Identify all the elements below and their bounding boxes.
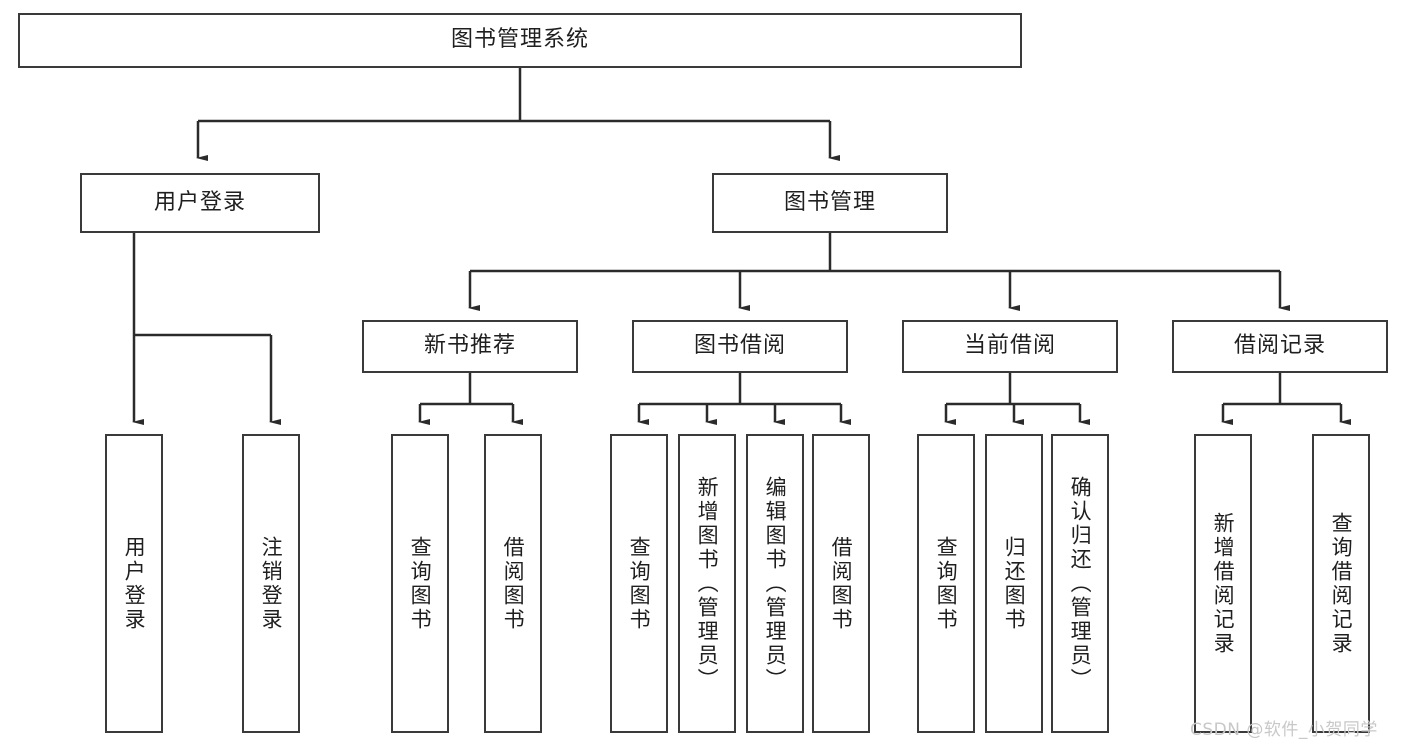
node-leaf-confirm-return-label: 确认归还（管理员）	[1068, 475, 1093, 692]
node-leaf-user-logout-label: 注销登录	[259, 535, 284, 632]
node-leaf-add-record[interactable]: 新增借阅记录	[1194, 434, 1252, 733]
node-leaf-edit-book-label: 编辑图书（管理员）	[763, 475, 788, 692]
node-user-login-label: 用户登录	[153, 189, 246, 215]
node-new-book-recommend-label: 新书推荐	[423, 333, 516, 359]
node-leaf-add-record-label: 新增借阅记录	[1211, 511, 1236, 656]
node-user-login[interactable]: 用户登录	[80, 173, 320, 233]
node-new-book-recommend[interactable]: 新书推荐	[362, 320, 578, 373]
node-leaf-edit-book[interactable]: 编辑图书（管理员）	[746, 434, 804, 733]
node-leaf-borrow-book-2-label: 借阅图书	[829, 535, 854, 632]
node-leaf-borrow-book-1-label: 借阅图书	[501, 535, 526, 632]
node-leaf-query-record-label: 查询借阅记录	[1329, 511, 1354, 656]
node-book-borrow[interactable]: 图书借阅	[632, 320, 848, 373]
node-current-borrow-label: 当前借阅	[963, 333, 1056, 359]
node-leaf-query-book-3-label: 查询图书	[934, 535, 959, 632]
node-leaf-user-logout[interactable]: 注销登录	[242, 434, 300, 733]
csdn-watermark: CSDN @软件_小贺同学	[1190, 720, 1378, 740]
node-leaf-add-book-label: 新增图书（管理员）	[695, 475, 720, 692]
node-book-management-label: 图书管理	[783, 189, 876, 215]
node-leaf-borrow-book-2[interactable]: 借阅图书	[812, 434, 870, 733]
node-leaf-add-book[interactable]: 新增图书（管理员）	[678, 434, 736, 733]
node-leaf-query-book-3[interactable]: 查询图书	[917, 434, 975, 733]
node-root-label: 图书管理系统	[450, 27, 589, 53]
node-leaf-user-login-label: 用户登录	[122, 535, 147, 632]
node-current-borrow[interactable]: 当前借阅	[902, 320, 1118, 373]
node-leaf-borrow-book-1[interactable]: 借阅图书	[484, 434, 542, 733]
node-borrow-record-label: 借阅记录	[1233, 333, 1326, 359]
node-leaf-return-book[interactable]: 归还图书	[985, 434, 1043, 733]
node-leaf-query-book-1[interactable]: 查询图书	[391, 434, 449, 733]
node-root[interactable]: 图书管理系统	[18, 13, 1022, 68]
node-leaf-query-book-2[interactable]: 查询图书	[610, 434, 668, 733]
node-leaf-query-book-1-label: 查询图书	[408, 535, 433, 632]
node-book-management[interactable]: 图书管理	[712, 173, 948, 233]
node-leaf-return-book-label: 归还图书	[1002, 535, 1027, 632]
node-leaf-user-login[interactable]: 用户登录	[105, 434, 163, 733]
node-leaf-query-record[interactable]: 查询借阅记录	[1312, 434, 1370, 733]
node-leaf-confirm-return[interactable]: 确认归还（管理员）	[1051, 434, 1109, 733]
node-leaf-query-book-2-label: 查询图书	[627, 535, 652, 632]
node-borrow-record[interactable]: 借阅记录	[1172, 320, 1388, 373]
node-book-borrow-label: 图书借阅	[693, 333, 786, 359]
